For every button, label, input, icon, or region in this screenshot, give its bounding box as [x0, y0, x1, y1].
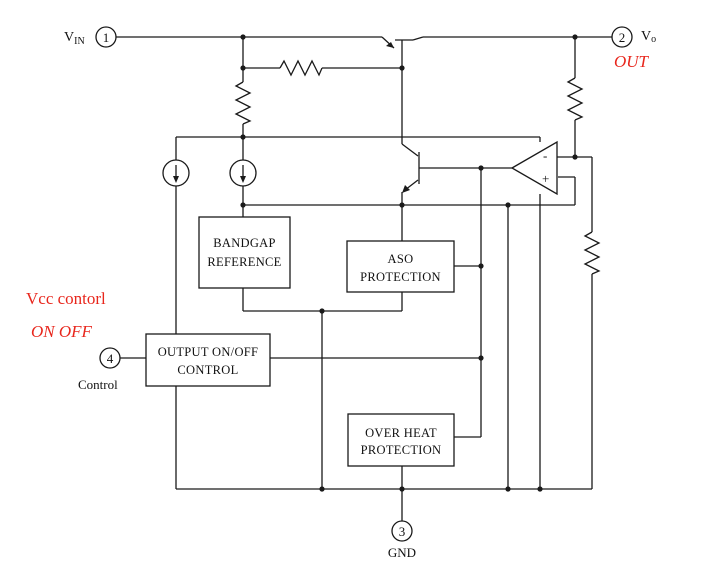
pin-control: 4 Control [78, 347, 121, 392]
node-dot [537, 486, 543, 492]
driver-transistor [401, 68, 512, 241]
opamp-plus: + [542, 171, 549, 186]
over-heat-line1: OVER HEAT [365, 426, 437, 440]
annotation-vcc-control: Vcc contorl [26, 289, 106, 308]
pin-vo: 2 Vo [611, 26, 656, 48]
node-dot [319, 308, 325, 314]
bandgap-line2: REFERENCE [207, 255, 281, 269]
resistor-vertical-left [234, 68, 252, 160]
bandgap-reference-block: BANDGAP REFERENCE [198, 216, 291, 289]
resistor-base [242, 37, 402, 77]
node-dot [505, 486, 511, 492]
aso-line1: ASO [388, 252, 414, 266]
pin-vin: 1 VIN [64, 26, 117, 48]
internal-rail [175, 136, 541, 160]
resistor-output-bottom [583, 157, 601, 489]
bandgap-line1: BANDGAP [213, 236, 276, 250]
pin-vo-number: 2 [619, 30, 626, 45]
pin-vin-number: 1 [103, 30, 110, 45]
ground-rail [175, 194, 592, 521]
current-source-1 [162, 159, 190, 334]
pass-transistor [381, 36, 612, 68]
aso-line2: PROTECTION [360, 270, 441, 284]
over-heat-protection-block: OVER HEAT PROTECTION [347, 413, 455, 467]
annotation-on-off: ON OFF [31, 322, 93, 341]
pin-gnd: 3 GND [388, 520, 416, 560]
node-dot [478, 263, 484, 269]
output-onoff-control-block: OUTPUT ON/OFF CONTROL [145, 333, 271, 387]
pin-control-number: 4 [107, 351, 114, 366]
opamp-minus: - [543, 148, 547, 163]
pin-control-label: Control [78, 377, 118, 392]
output-control-line2: CONTROL [177, 363, 238, 377]
pin-gnd-number: 3 [399, 524, 406, 539]
pin-vo-label: Vo [641, 29, 656, 45]
annotation-out: OUT [614, 52, 650, 71]
output-control-line1: OUTPUT ON/OFF [158, 345, 259, 359]
over-heat-line2: PROTECTION [361, 443, 442, 457]
aso-protection-block: ASO PROTECTION [346, 240, 455, 293]
pin-gnd-label: GND [388, 545, 416, 560]
error-amplifier: - + [510, 140, 592, 196]
feedback-line [243, 176, 576, 206]
current-source-2 [229, 159, 257, 217]
node-dot [240, 202, 246, 208]
protection-bus [401, 168, 482, 489]
pin-vin-label: VIN [64, 30, 85, 47]
resistor-output-top [566, 37, 584, 157]
